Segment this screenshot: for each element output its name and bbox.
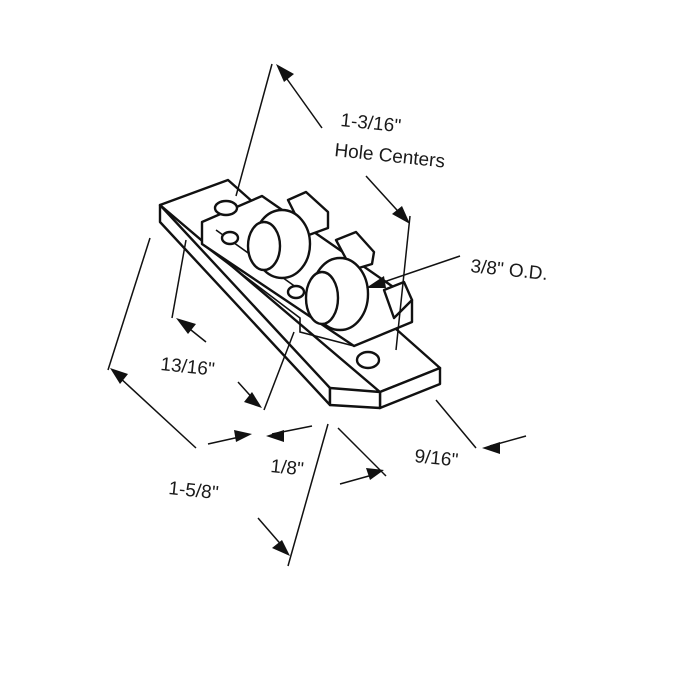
dimension-hole-centers <box>235 63 411 351</box>
label-13-16: 13/16" <box>159 354 215 381</box>
mounting-hole-left <box>213 199 239 217</box>
mounting-hole-right <box>355 350 381 370</box>
label-od: 3/8" O.D. <box>469 256 548 285</box>
dimension-od <box>366 255 461 288</box>
roller-assembly-part <box>158 178 442 410</box>
label-1-5-8: 1-5/8" <box>167 478 219 504</box>
label-hole-centers-caption: Hole Centers <box>333 140 445 172</box>
label-1-8: 1/8" <box>269 456 304 480</box>
dimension-1-8 <box>207 425 313 445</box>
dimension-1-5-8 <box>107 237 329 567</box>
label-9-16: 9/16" <box>413 446 459 471</box>
dimension-13-16 <box>171 239 295 411</box>
label-hole-centers-value: 1-3/16" <box>339 110 401 137</box>
dimension-9-16 <box>337 399 527 485</box>
